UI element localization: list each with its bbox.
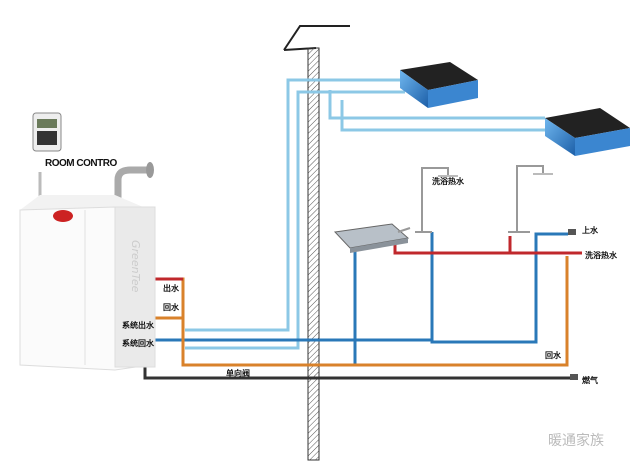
room-controller — [32, 112, 62, 205]
return-water-label: 回水 — [163, 303, 179, 312]
supply-water-label: 上水 — [582, 226, 598, 235]
bath-hot-water-pipe — [393, 240, 582, 255]
roof — [283, 25, 350, 51]
bath-hot-water-label: 洗浴热水 — [585, 251, 617, 260]
gas-valve-icon — [570, 374, 578, 380]
return-water-right-label: 回水 — [545, 351, 561, 360]
shower — [508, 165, 553, 233]
system-return-label: 系统回水 — [122, 339, 154, 348]
watermark: 暖通家族 — [548, 433, 604, 449]
brand-logo — [53, 210, 73, 222]
outlet-water-label: 出水 — [163, 284, 179, 293]
gas-label: 燃气 — [582, 376, 598, 385]
system-outlet-label: 系统出水 — [122, 321, 154, 330]
wall — [307, 47, 320, 461]
supply-valve-icon — [568, 229, 576, 235]
check-valve-label: 单向阀 — [226, 369, 250, 378]
fan-coil-pipes — [185, 78, 550, 350]
shower — [415, 167, 458, 233]
fan-coil-unit — [545, 108, 630, 156]
heat-pump-unit: GreenTee — [19, 162, 156, 371]
shower-hot-water-label: 洗浴热水 — [432, 177, 464, 186]
fan-coil-unit — [400, 62, 478, 108]
svg-text:GreenTee: GreenTee — [129, 240, 142, 293]
sink — [333, 223, 411, 253]
room-control-label: ROOM CONTRO — [45, 158, 117, 169]
